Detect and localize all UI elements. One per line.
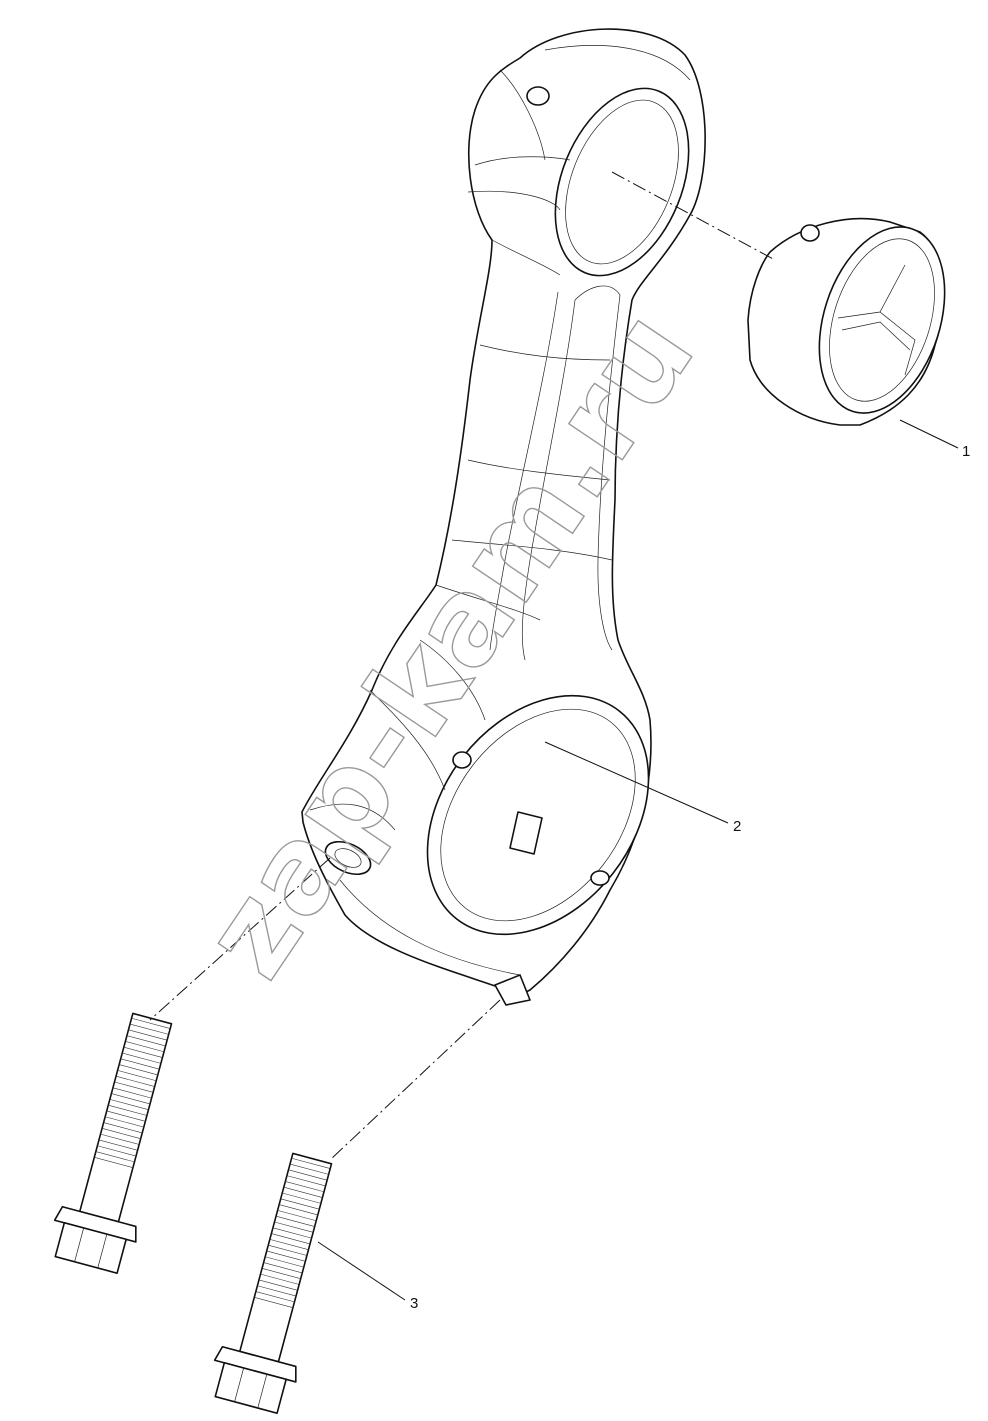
beam-contour-5 — [435, 584, 541, 621]
connecting-rod-part — [301, 28, 706, 1006]
bolt-upper-thread — [94, 1017, 171, 1168]
big-end-bore-inner — [440, 708, 636, 922]
callout-3-leader — [317, 1241, 406, 1301]
bolt-upper-shank — [78, 1012, 173, 1223]
bolt-lower-thread — [254, 1157, 331, 1308]
beam-rib-top — [574, 285, 621, 301]
oil-jet-hole — [452, 751, 472, 769]
small-end-contour-3 — [499, 69, 546, 161]
big-end-contour-1 — [339, 879, 521, 976]
small-end-contour-4 — [544, 45, 691, 81]
bolt-bore-left-inner — [334, 848, 362, 868]
beam-contour-4 — [451, 539, 613, 561]
bolt-upper-head-facet-1 — [74, 1227, 84, 1262]
bolt-lower-head — [214, 1361, 287, 1414]
callout-1-leader — [899, 419, 959, 449]
beam-flange-line — [489, 291, 559, 651]
small-end-contour-1 — [474, 156, 571, 166]
big-end-contour-4 — [419, 639, 486, 721]
bolt-lower-head-facet-2 — [257, 1374, 268, 1409]
bushing-groove-3 — [841, 321, 911, 351]
beam-rib-left — [521, 299, 576, 661]
bolt-upper-head-facet-2 — [97, 1234, 108, 1269]
bolt-upper-part — [53, 1012, 173, 1274]
bolt-upper-head — [54, 1221, 127, 1274]
bolt-lower-axis-line — [329, 999, 501, 1161]
beam-rib-right — [597, 294, 621, 651]
bushing-part — [747, 217, 946, 426]
bushing-axis-line — [611, 171, 776, 261]
bolt-upper-axis-line — [149, 857, 331, 1021]
beam-contour-2 — [479, 344, 611, 361]
small-end-bore-inner — [565, 99, 679, 265]
big-end-contour-2 — [369, 689, 446, 791]
beam-contour-1 — [491, 239, 561, 276]
beam-contour-3 — [467, 459, 611, 481]
bolt-bore-right — [494, 974, 531, 1006]
callout-3-label: 3 — [410, 1295, 418, 1312]
bolt-lower-flange — [213, 1345, 297, 1383]
callout-1-label: 1 — [962, 443, 970, 460]
bushing-oil-hole — [800, 224, 820, 242]
bolt-lower-head-facet-1 — [234, 1367, 244, 1402]
bolt-lower-part — [213, 1152, 333, 1414]
bolt-lower-shank — [238, 1152, 333, 1363]
bearing-tang-notch — [509, 811, 543, 855]
bolt-upper-flange — [53, 1205, 137, 1243]
big-end-contour-3 — [309, 803, 396, 831]
callout-2-leader — [544, 741, 729, 824]
callout-2-label: 2 — [733, 818, 741, 835]
oil-hole-small-end — [526, 86, 550, 106]
small-end-contour-2 — [467, 190, 561, 211]
bushing-rim-inner — [829, 238, 935, 402]
bushing-groove-2 — [879, 311, 916, 376]
oil-hole-big-end — [590, 870, 610, 886]
